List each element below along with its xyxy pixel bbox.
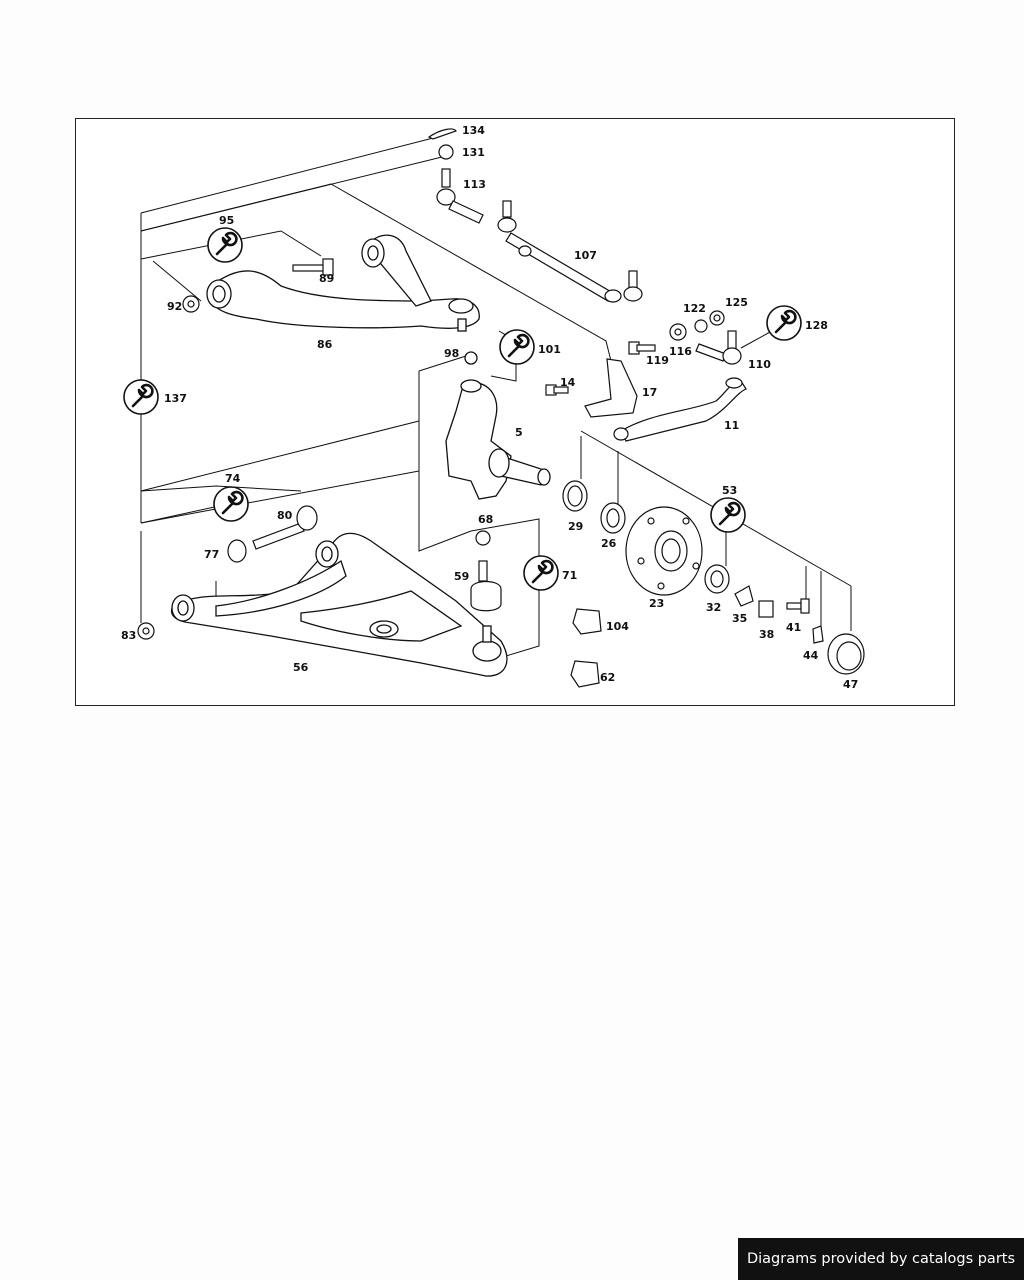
part-number-labels: 134 131 113 95 89 107 92 86 122 125 128 … — [121, 124, 858, 691]
bolt-89 — [292, 258, 334, 276]
part-label-14: 14 — [560, 376, 576, 389]
part-label-68: 68 — [478, 513, 493, 526]
wrench-icon — [522, 554, 560, 592]
part-label-83: 83 — [121, 629, 136, 642]
part-label-80: 80 — [277, 509, 293, 522]
diagram-frame: 134 131 113 95 89 107 92 86 122 125 128 … — [75, 118, 955, 706]
part-label-98: 98 — [444, 347, 459, 360]
part-label-47: 47 — [843, 678, 858, 691]
part-label-134: 134 — [462, 124, 485, 137]
brake-parts — [570, 608, 602, 688]
part-label-74: 74 — [225, 472, 241, 485]
wrench-icon — [206, 226, 244, 264]
part-label-95: 95 — [219, 214, 234, 227]
upper-control-arm — [206, 234, 480, 332]
part-label-35: 35 — [732, 612, 747, 625]
part-label-23: 23 — [649, 597, 664, 610]
part-label-71: 71 — [562, 569, 577, 582]
part-label-32: 32 — [706, 601, 721, 614]
part-label-5: 5 — [515, 426, 523, 439]
part-label-122: 122 — [683, 302, 706, 315]
part-label-26: 26 — [601, 537, 617, 550]
part-label-44: 44 — [803, 649, 819, 662]
hub-assembly — [562, 480, 865, 675]
wrench-icon — [212, 485, 250, 523]
catalog-credit-badge: Diagrams provided by catalogs parts — [738, 1238, 1024, 1280]
part-label-17: 17 — [642, 386, 657, 399]
part-label-119: 119 — [646, 354, 669, 367]
part-label-53: 53 — [722, 484, 737, 497]
steering-arm — [545, 358, 747, 442]
part-label-110: 110 — [748, 358, 771, 371]
nut-92 — [182, 295, 200, 313]
part-label-131: 131 — [462, 146, 485, 159]
part-label-128: 128 — [805, 319, 828, 332]
part-label-89: 89 — [319, 272, 334, 285]
small-parts-right — [628, 310, 742, 365]
part-label-104: 104 — [606, 620, 629, 633]
part-label-56: 56 — [293, 661, 309, 674]
wrench-icon — [709, 496, 747, 534]
part-label-113: 113 — [463, 178, 486, 191]
suspension-exploded-diagram: 134 131 113 95 89 107 92 86 122 125 128 … — [121, 124, 865, 691]
part-label-38: 38 — [759, 628, 774, 641]
part-label-62: 62 — [600, 671, 615, 684]
part-label-11: 11 — [724, 419, 739, 432]
tie-rod-parts — [427, 128, 643, 303]
part-label-101: 101 — [538, 343, 561, 356]
wrench-icon — [765, 304, 803, 342]
leader-lines — [140, 135, 852, 657]
part-label-116: 116 — [669, 345, 692, 358]
part-label-77: 77 — [204, 548, 219, 561]
part-label-29: 29 — [568, 520, 583, 533]
lower-control-arm — [170, 532, 508, 677]
lower-arm-parts — [137, 505, 502, 640]
wrench-icon — [498, 328, 536, 366]
catalog-credit-text: Diagrams provided by catalogs parts — [746, 1251, 1016, 1267]
steering-knuckle — [445, 351, 551, 500]
wrench-icon — [122, 378, 160, 416]
part-label-86: 86 — [317, 338, 333, 351]
part-label-137: 137 — [164, 392, 187, 405]
part-label-107: 107 — [574, 249, 597, 262]
part-label-59: 59 — [454, 570, 469, 583]
part-label-92: 92 — [167, 300, 182, 313]
part-label-41: 41 — [786, 621, 801, 634]
part-label-125: 125 — [725, 296, 748, 309]
